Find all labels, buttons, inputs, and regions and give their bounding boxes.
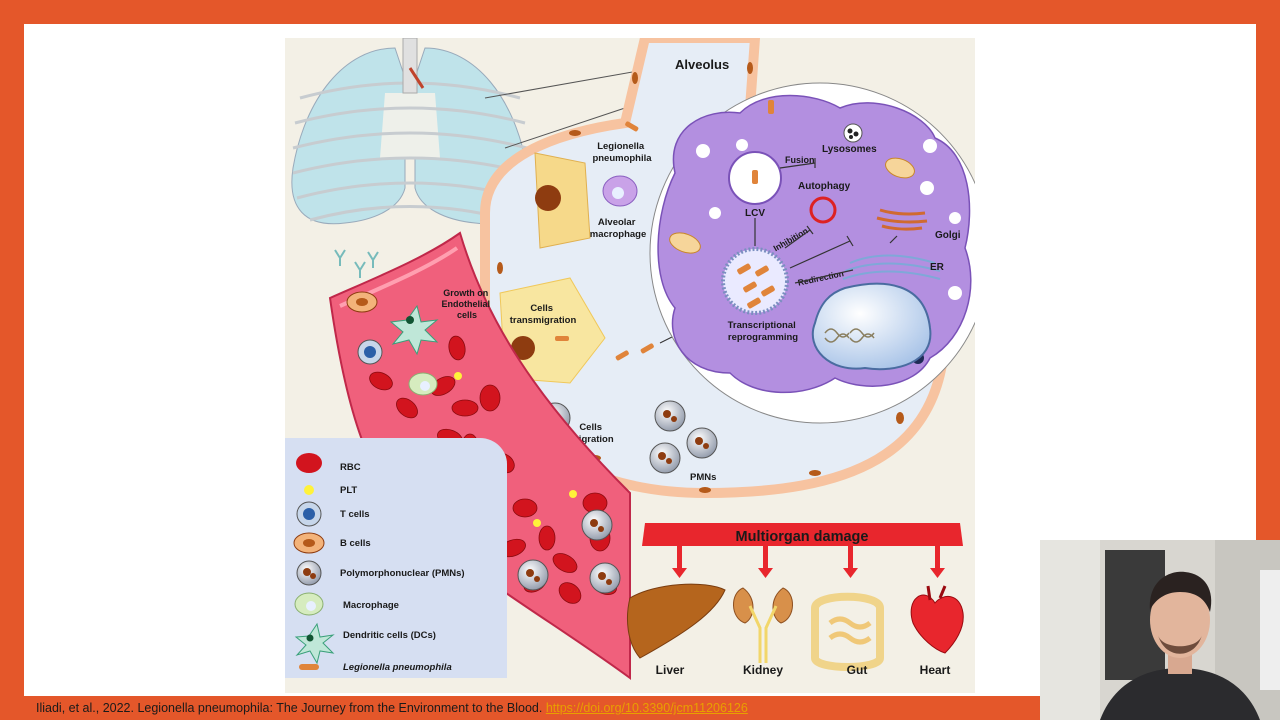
organ-arrows [672,546,945,578]
transmigration-cell-icon [499,277,606,384]
citation-text: Iliadi, et al., 2022. Legionella pneumop… [36,701,546,715]
organ-heart-label: Heart [920,663,951,677]
alveolar-macrophage-icon [602,175,638,207]
t-cell-icon [296,501,322,527]
legend-dcs: Dendritic cells (DCs) [343,630,436,641]
epithelial-cell-icon [534,152,591,249]
legend-pmns: Polymorphonuclear (PMNs) [340,568,465,579]
heart-icon [910,585,964,654]
migration-label: Cells migration [570,422,613,445]
replicative-lcv-icon [721,247,789,315]
rbc-icon [296,453,322,473]
multiorgan-title: Multiorgan damage [736,529,869,545]
doi-link[interactable]: https://doi.org/10.3390/jcm11206126 [545,701,748,715]
t-cell-on-vessel [357,339,383,365]
pmn-cells [539,400,718,474]
er-label: ER [930,262,945,273]
legend-b-cells: B cells [340,538,371,549]
antibodies-icon [334,249,379,278]
organ-gut-label: Gut [847,663,868,677]
organ-liver-label: Liver [656,663,685,677]
er-icon [842,254,941,280]
lungs-icon [291,37,529,225]
alveolus-label: Alveolus [675,57,729,72]
fusion-label: Fusion [785,155,815,165]
pmn-icon [296,560,322,586]
macrophage-icon [294,592,324,616]
legend [285,438,507,678]
legend-rbc: RBC [340,462,361,473]
citation: Iliadi, et al., 2022. Legionella pneumop… [36,701,748,715]
kidney-icon [733,587,793,663]
zoom-line-top [484,67,656,99]
dendritic-cell-icon [294,622,335,665]
webcam-overlay [1040,540,1280,720]
alveolar-macrophage-label: Alveolar macrophage [590,217,647,240]
b-cell-on-vessel [346,291,378,313]
legend-t-cells: T cells [340,509,370,520]
autophagy-label: Autophagy [798,181,851,192]
b-cell-icon [293,532,325,554]
lcv-label: LCV [745,208,765,219]
golgi-label: Golgi [935,230,961,241]
legend-macrophage: Macrophage [343,600,399,611]
organ-kidney-label: Kidney [743,663,783,677]
liver-icon [626,583,726,659]
legend-plt: PLT [340,485,357,496]
bacteria-cluster [615,343,654,361]
gut-icon [811,592,884,671]
bacterium-entry-icon [768,100,774,114]
lysosome-icon [843,123,863,143]
multiorgan-banner [642,523,963,546]
growth-label: Growth on Endothelial cells [441,288,492,320]
dendritic-cell-on-vessel [389,304,439,356]
lysosomes-label: Lysosomes [822,144,877,155]
bacterium-icon [625,121,639,132]
transcriptional-label: Transcriptional reprogramming [728,320,799,343]
golgi-icon [876,208,928,231]
inhibition-arrow [784,225,814,249]
legionella-figure: Alveolus Legionella pneumophila Alveolar… [285,33,991,693]
platelets [454,372,577,527]
fusion-inhibit-arrow [779,158,816,169]
bacterium-icon [299,664,319,670]
macrophage-on-vessel [408,372,438,396]
autophagosome-icon [809,196,837,224]
legend-legionella: Legionella pneumophila [343,662,452,673]
nucleus-icon [812,282,932,371]
platelet-icon [304,485,314,495]
pmns-label: PMNs [690,472,716,483]
transmigration-label: Cells transmigration [510,303,577,326]
mitochondria-icon [669,157,915,254]
legionella-label: Legionella pneumophila [592,141,652,164]
